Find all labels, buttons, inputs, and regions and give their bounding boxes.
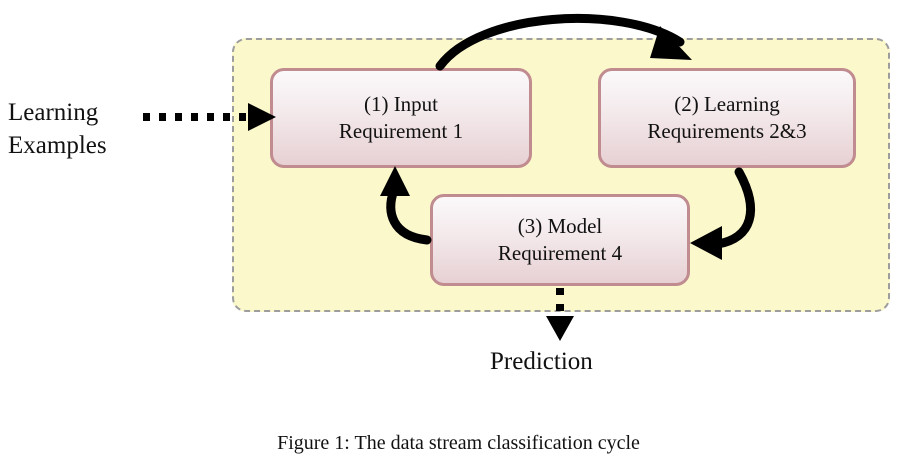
node-input-line-2: Requirement 1: [338, 119, 464, 143]
node-input-requirement-1[interactable]: (1) Input Requirement 1: [270, 68, 532, 168]
node-learning-line-2: Requirements 2&3: [647, 119, 807, 143]
node-learning-requirements-2-3[interactable]: (2) Learning Requirements 2&3: [598, 68, 856, 168]
label-learning-examples-line-1: Learning: [8, 99, 99, 126]
figure-caption: Figure 1: The data stream classification…: [277, 432, 640, 454]
node-model-line-2: Requirement 4: [497, 241, 623, 265]
label-prediction: Prediction: [490, 348, 593, 375]
label-learning-examples: Learning Examples: [8, 96, 107, 162]
node-learning-line-1: (2) Learning: [674, 92, 780, 117]
label-learning-examples-line-2: Examples: [8, 132, 107, 159]
node-input-line-1: (1) Input: [363, 92, 439, 117]
node-model-line-1: (3) Model: [517, 214, 603, 239]
node-model-requirement-4[interactable]: (3) Model Requirement 4: [430, 194, 690, 286]
